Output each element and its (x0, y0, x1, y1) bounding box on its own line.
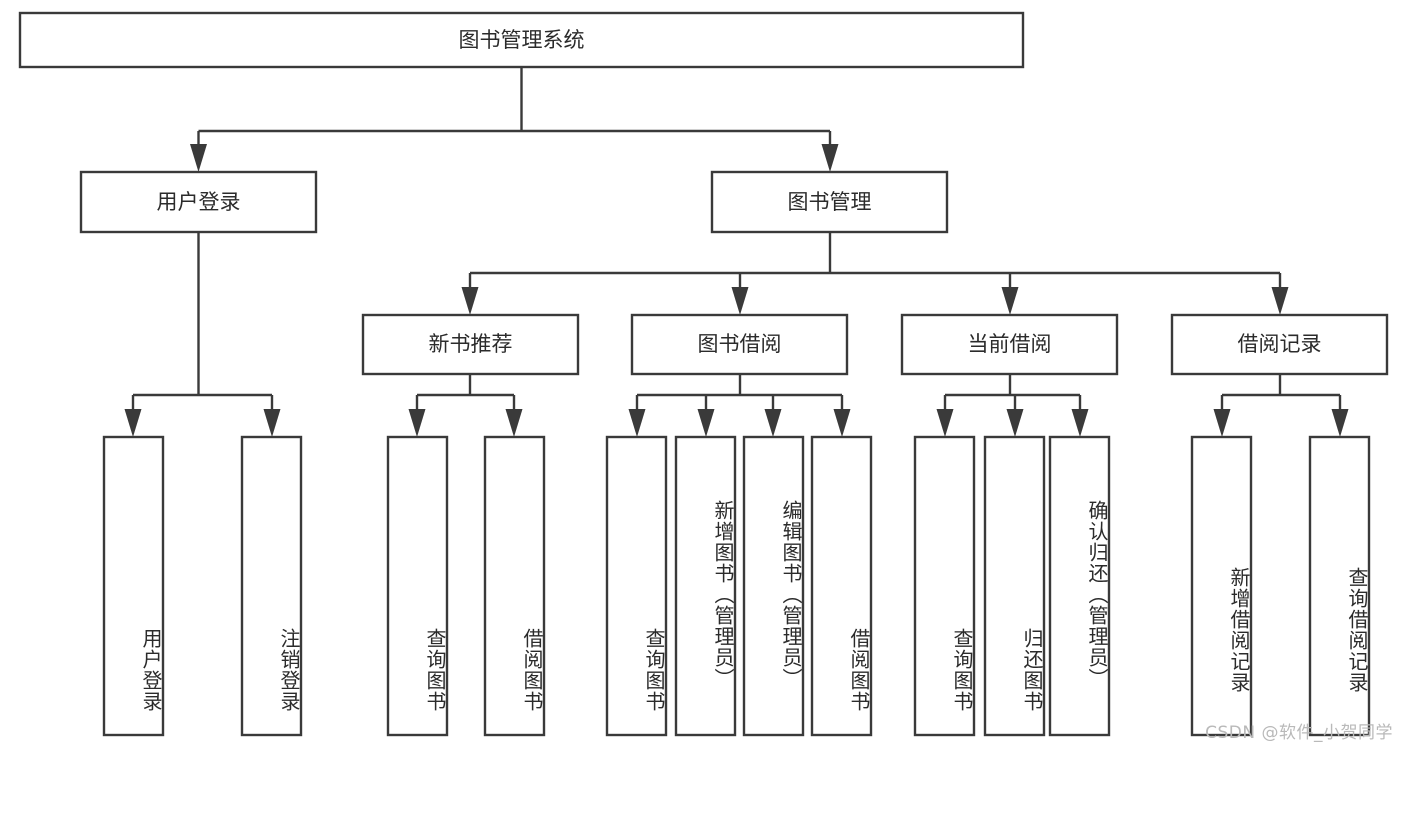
connector-newbookrec-to-leaves (408, 374, 523, 437)
node-root-box[interactable] (18, 11, 1025, 69)
leaf-box-return-book[interactable] (983, 435, 1046, 737)
leaf-box-user-login[interactable] (102, 435, 165, 737)
connector-root-to-level2 (190, 67, 839, 172)
leaf-box-query-record[interactable] (1308, 435, 1371, 737)
arrow-head-icon (764, 409, 782, 437)
connector-currentborrow-to-leaves (936, 374, 1089, 437)
arrow-head-icon (731, 287, 749, 315)
arrow-head-icon (628, 409, 646, 437)
leaf-box-logout-login[interactable] (240, 435, 303, 737)
node-root-label: 图书管理系统 (459, 28, 585, 52)
arrow-head-icon (1071, 409, 1089, 437)
diagram-canvas: 图书管理系统 用户登录 图书管理 新书推荐 图书借阅 当前借阅 借阅记录 (18, 11, 1389, 737)
arrow-head-icon (1213, 409, 1231, 437)
leaf-boxes (102, 435, 1371, 737)
node-new-book-rec-label: 新书推荐 (429, 332, 513, 356)
node-borrow-record[interactable]: 借阅记录 (1170, 313, 1389, 376)
leaf-box-edit-book[interactable] (742, 435, 805, 737)
node-user-login-box[interactable] (79, 170, 318, 234)
leaf-box-query-book-1[interactable] (386, 435, 449, 737)
node-book-borrow-box[interactable] (630, 313, 849, 376)
arrow-head-icon (697, 409, 715, 437)
watermark-text: CSDN @软件_小贺同学 (1205, 723, 1393, 743)
connector-userlogin-to-leaves (124, 232, 281, 437)
arrow-head-icon (124, 409, 142, 437)
arrow-head-icon (833, 409, 851, 437)
arrow-head-icon (1006, 409, 1024, 437)
arrow-head-icon (821, 144, 839, 172)
leaf-box-borrow-book-1[interactable] (483, 435, 546, 737)
leaf-box-borrow-book-2[interactable] (810, 435, 873, 737)
connector-borrowrecord-to-leaves (1213, 374, 1349, 437)
node-borrow-record-box[interactable] (1170, 313, 1389, 376)
leaf-box-query-book-3[interactable] (913, 435, 976, 737)
node-new-book-rec-box[interactable] (361, 313, 580, 376)
arrow-head-icon (936, 409, 954, 437)
node-borrow-record-label: 借阅记录 (1238, 332, 1322, 356)
arrow-head-icon (461, 287, 479, 315)
connector-bookborrow-to-leaves (628, 374, 851, 437)
node-current-borrow-box[interactable] (900, 313, 1119, 376)
arrow-head-icon (1331, 409, 1349, 437)
arrow-head-icon (263, 409, 281, 437)
node-book-manage-label: 图书管理 (788, 190, 872, 214)
arrow-head-icon (505, 409, 523, 437)
node-book-manage[interactable]: 图书管理 (710, 170, 949, 234)
arrow-head-icon (190, 144, 207, 172)
connector-bookmanage-to-level3 (461, 232, 1289, 315)
node-root[interactable]: 图书管理系统 (18, 11, 1025, 69)
node-new-book-rec[interactable]: 新书推荐 (361, 313, 580, 376)
node-book-manage-box[interactable] (710, 170, 949, 234)
node-user-login[interactable]: 用户登录 (79, 170, 318, 234)
node-current-borrow-label: 当前借阅 (968, 332, 1052, 356)
arrow-head-icon (1001, 287, 1019, 315)
leaf-box-query-book-2[interactable] (605, 435, 668, 737)
node-book-borrow-label: 图书借阅 (698, 332, 782, 356)
system-function-tree-diagram: 图书管理系统 用户登录 图书管理 新书推荐 图书借阅 当前借阅 借阅记录 (18, 11, 1393, 743)
leaf-box-add-book[interactable] (674, 435, 737, 737)
leaf-box-confirm-return[interactable] (1048, 435, 1111, 737)
node-book-borrow[interactable]: 图书借阅 (630, 313, 849, 376)
arrow-head-icon (408, 409, 426, 437)
arrow-head-icon (1271, 287, 1289, 315)
node-user-login-label: 用户登录 (157, 190, 241, 214)
leaf-box-add-record[interactable] (1190, 435, 1253, 737)
node-current-borrow[interactable]: 当前借阅 (900, 313, 1119, 376)
